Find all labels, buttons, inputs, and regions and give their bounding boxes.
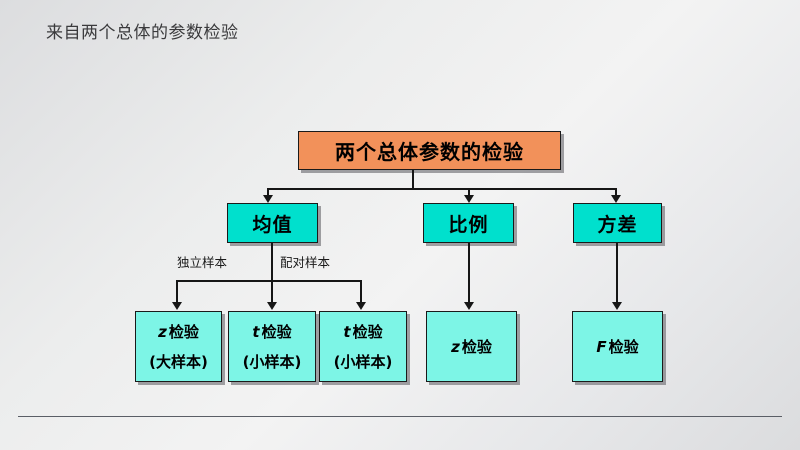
arrowhead-mean-to-z-large: [172, 302, 182, 310]
node-t-test-small-sample-paired-line2: (小样本): [333, 352, 393, 371]
page-title: 来自两个总体的参数检验: [46, 23, 239, 43]
arrowhead-mean-to-t-small-1: [267, 302, 277, 310]
node-variance-label: 方差: [597, 213, 638, 236]
node-proportion-label: 比例: [448, 213, 489, 236]
node-t-test-small-sample-paired-word: 检验: [352, 322, 383, 341]
node-variance[interactable]: 方差: [573, 203, 662, 243]
node-proportion[interactable]: 比例: [423, 203, 514, 243]
arrowhead-variance-to-f: [612, 302, 622, 310]
connector-root-stem: [412, 170, 414, 190]
arrowhead-mean-to-t-small-2: [356, 302, 366, 310]
connector-root-to-proportion: [468, 188, 470, 197]
connector-root-to-variance: [615, 188, 617, 197]
connector-mean-bus: [176, 280, 362, 282]
arrowhead-proportion-to-z: [464, 302, 474, 310]
node-z-test-large-sample-line2: (大样本): [149, 352, 208, 371]
edge-label-paired-samples: 配对样本: [280, 255, 331, 270]
footer-divider: [18, 416, 782, 417]
node-root-two-population-test[interactable]: 两个总体参数的检验: [298, 131, 561, 170]
statistic-symbol-z-2: z: [451, 337, 460, 356]
statistic-symbol-f: F: [596, 337, 607, 356]
arrowhead-root-to-proportion: [464, 195, 474, 203]
statistic-symbol-t-1: t: [252, 322, 260, 341]
connector-root-to-mean: [267, 188, 269, 197]
statistic-symbol-t-2: t: [343, 322, 351, 341]
connector-proportion-to-z: [468, 243, 470, 304]
node-mean-label: 均值: [252, 213, 293, 236]
connector-variance-to-f: [616, 243, 618, 304]
connector-mean-to-z-large: [176, 280, 178, 304]
arrowhead-root-to-mean: [263, 195, 273, 203]
connector-mean-to-t-small-2: [360, 280, 362, 304]
arrowhead-root-to-variance: [611, 195, 621, 203]
node-z-test-large-sample-word: 检验: [168, 322, 199, 341]
connector-root-bus: [267, 188, 617, 190]
node-mean[interactable]: 均值: [227, 203, 318, 243]
connector-mean-stem: [271, 243, 273, 281]
statistic-symbol-z: z: [158, 322, 167, 341]
node-t-test-small-sample-independent-word: 检验: [261, 322, 292, 341]
node-f-test-variance-word: 检验: [608, 337, 639, 356]
node-z-test-proportion-word: 检验: [461, 337, 492, 356]
edge-label-independent-samples: 独立样本: [177, 255, 228, 270]
node-root-label: 两个总体参数的检验: [335, 140, 524, 164]
node-t-test-small-sample-independent-line2: (小样本): [242, 352, 302, 371]
connector-mean-to-t-small-1: [271, 280, 273, 304]
